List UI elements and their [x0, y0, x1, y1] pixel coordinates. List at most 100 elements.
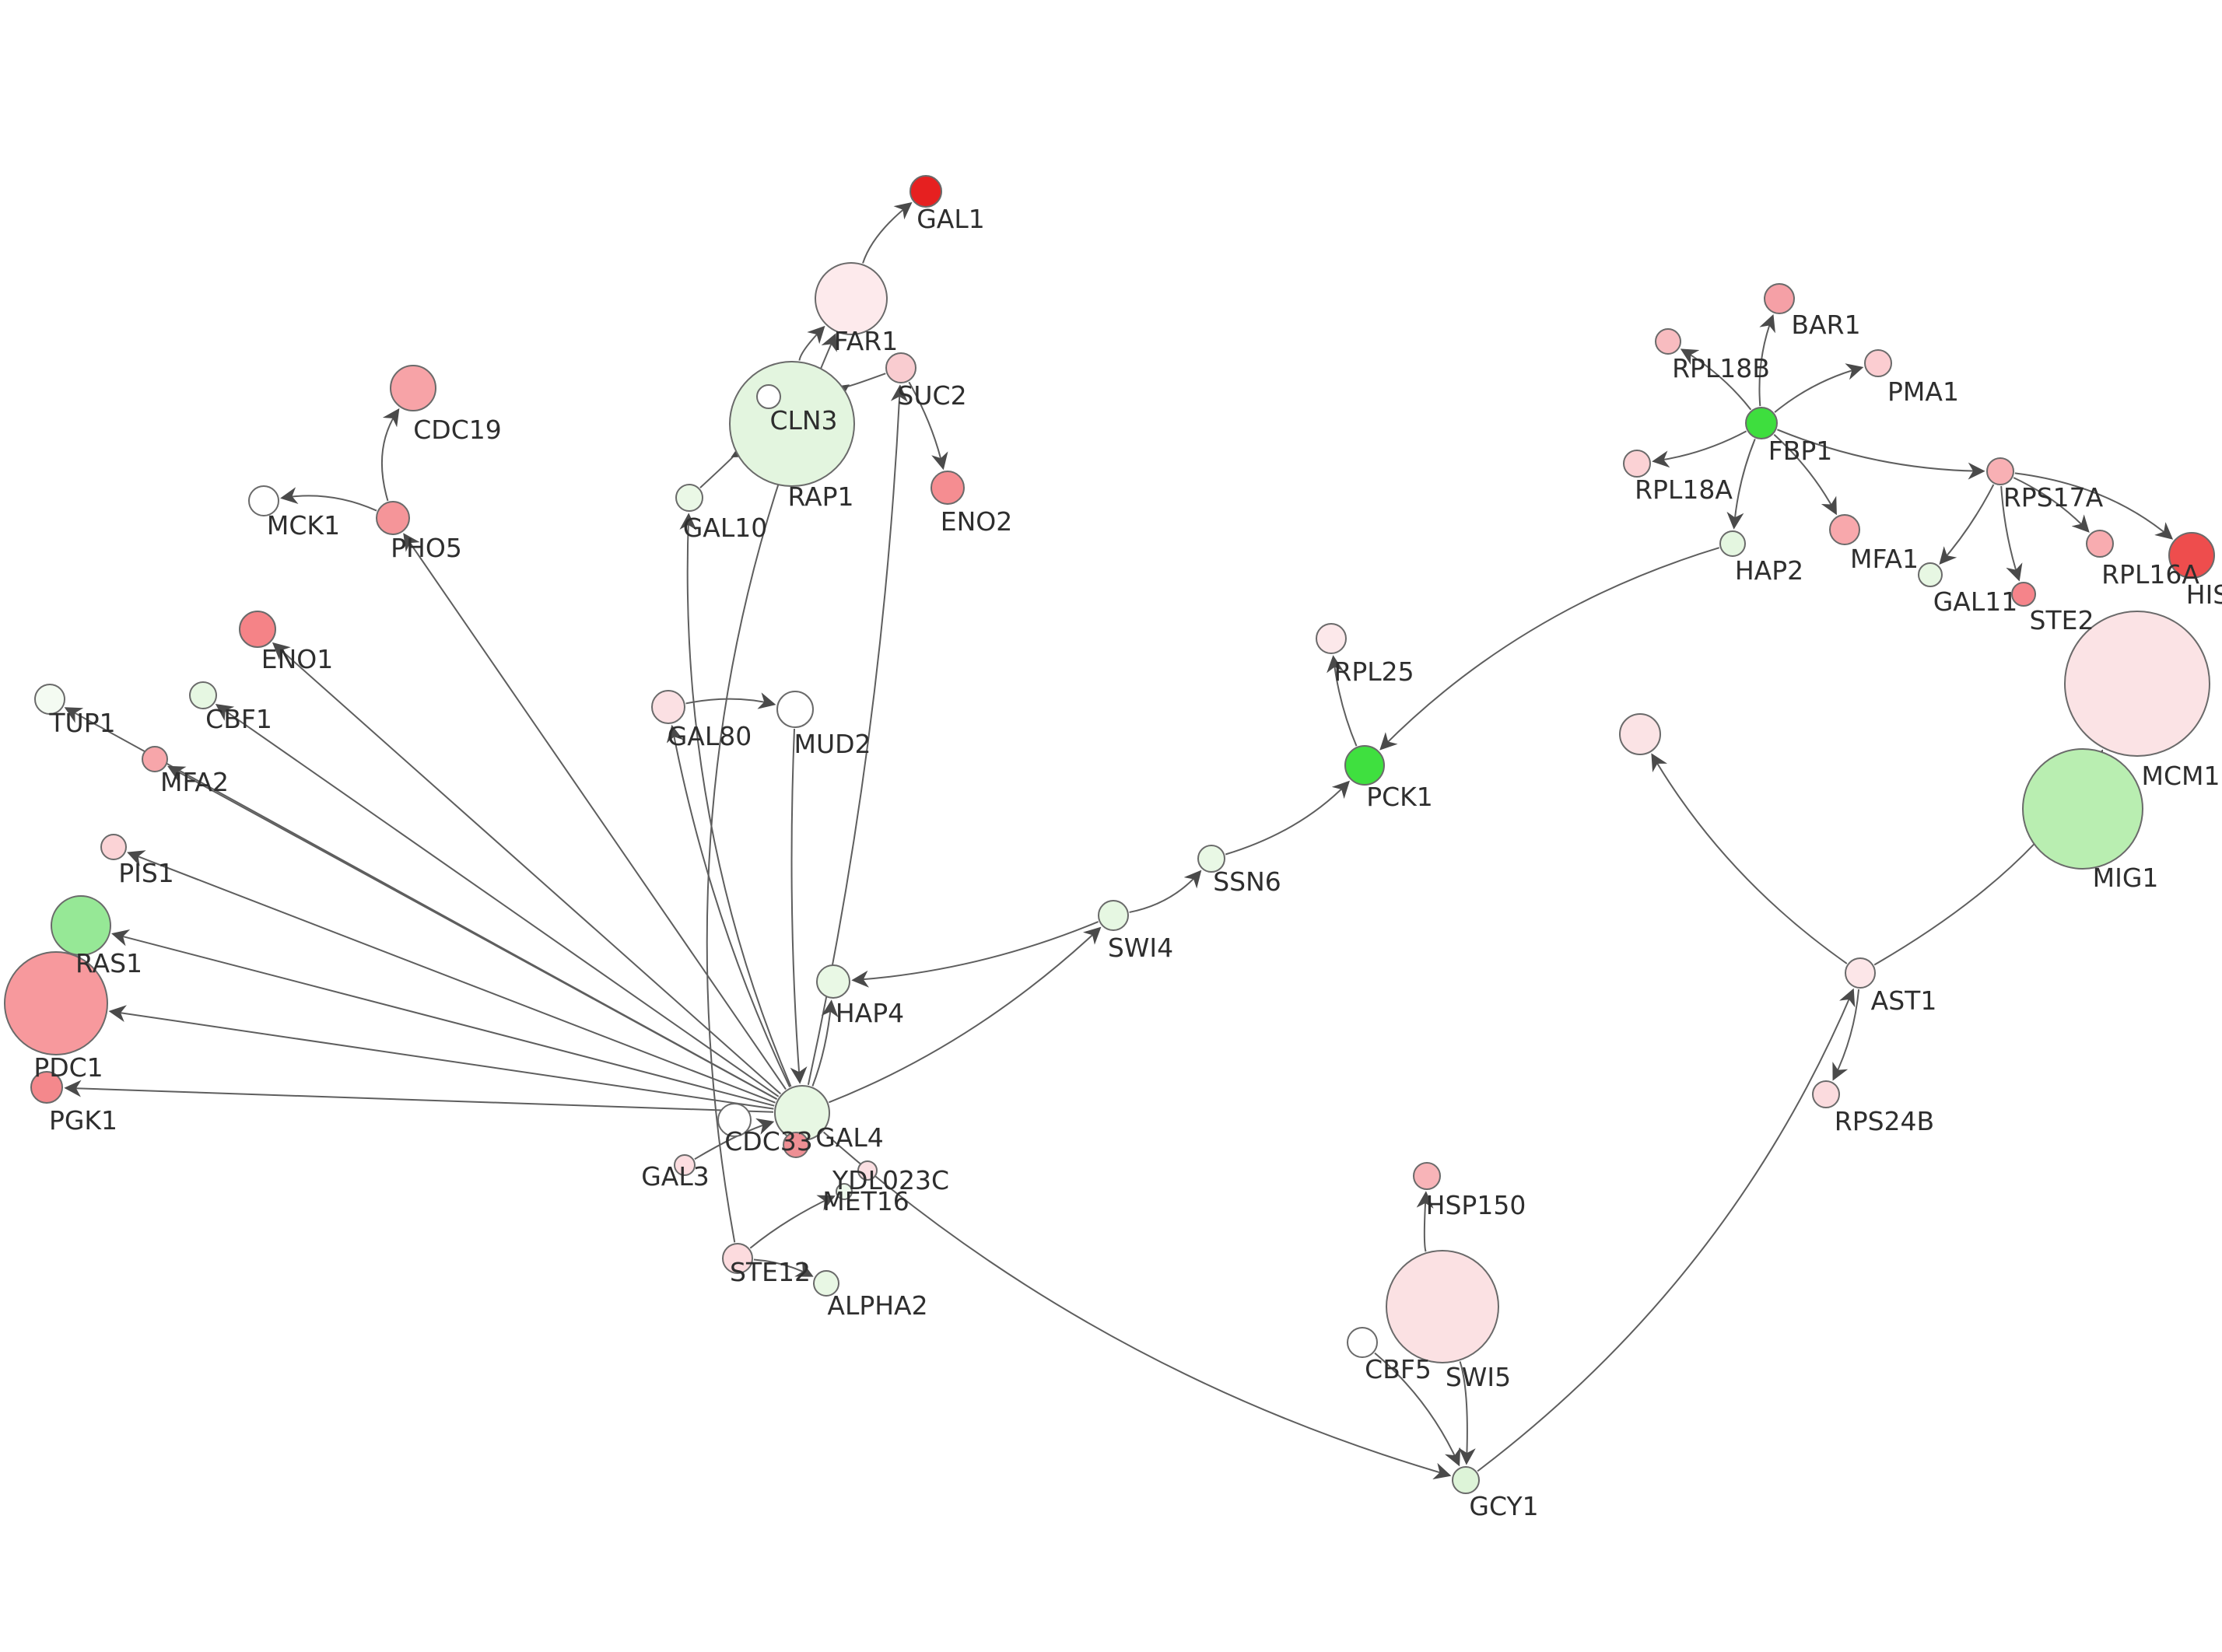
node-bar1[interactable]	[1764, 283, 1795, 314]
edge-suc2-cln3[interactable]	[830, 373, 886, 401]
node-gal80[interactable]	[651, 690, 685, 724]
edge-fbp1-pma1[interactable]	[1774, 363, 1864, 413]
node-rpl16a[interactable]	[2086, 530, 2114, 558]
node-cdc33[interactable]	[783, 1132, 809, 1158]
node-mig1[interactable]	[2022, 748, 2143, 870]
edge-gal4-gcy1[interactable]	[822, 1131, 1452, 1479]
edge-ast1-rps24b[interactable]	[1832, 989, 1860, 1081]
node-ssn6[interactable]	[1197, 845, 1225, 873]
edge-cbf5-gcy1[interactable]	[1374, 1352, 1461, 1467]
edge-gal4-pis1[interactable]	[127, 850, 776, 1104]
node-gal10[interactable]	[675, 484, 703, 512]
node-mck1[interactable]	[248, 485, 279, 516]
node-eno2[interactable]	[931, 471, 965, 505]
edge-fbp1-hap2[interactable]	[1726, 439, 1756, 530]
edge-ssn6-pck1[interactable]	[1225, 780, 1350, 856]
node-suc2[interactable]	[885, 352, 916, 383]
node-pck1[interactable]	[1344, 745, 1385, 786]
node-pma1[interactable]	[1864, 349, 1892, 377]
edge-rps17a-rpl16a[interactable]	[2013, 477, 2090, 533]
node-label-swi5: SWI5	[1446, 1362, 1511, 1392]
edge-pho5-cdc19[interactable]	[380, 408, 400, 502]
edge-fbp1-rpl18a[interactable]	[1652, 430, 1747, 468]
node-mud2[interactable]	[776, 691, 814, 728]
edge-swi5-hsp150[interactable]	[1416, 1191, 1434, 1252]
node-mfa2[interactable]	[142, 746, 168, 772]
node-rps17a[interactable]	[1986, 457, 2014, 485]
edge-suc2-eno2[interactable]	[908, 381, 948, 471]
node-mcm1[interactable]	[2064, 611, 2210, 757]
edge-far1-gal1[interactable]	[862, 201, 913, 264]
node-label-pdc1: PDC1	[33, 1052, 103, 1083]
node-gal11[interactable]	[1918, 562, 1943, 587]
edge-gal10-cln3[interactable]	[699, 441, 750, 488]
node-alpha2[interactable]	[813, 1270, 839, 1297]
edge-gcy1-ast1[interactable]	[1477, 988, 1856, 1472]
node-swi4[interactable]	[1098, 900, 1129, 931]
node-pgk1[interactable]	[30, 1071, 63, 1104]
node-hsp150[interactable]	[1413, 1162, 1441, 1190]
node-rap1[interactable]	[756, 384, 781, 409]
edge-swi4-ssn6[interactable]	[1129, 870, 1202, 913]
edge-gal4-ras1[interactable]	[111, 929, 775, 1107]
node-hap4[interactable]	[816, 964, 850, 999]
edge-fbp1-bar1[interactable]	[1758, 313, 1775, 407]
node-hap2[interactable]	[1719, 530, 1746, 557]
node-rps24b[interactable]	[1812, 1080, 1840, 1108]
edge-gal4-mfa2[interactable]	[167, 765, 778, 1101]
edge-pck1-rpl25[interactable]	[1327, 655, 1358, 747]
node-cdc19[interactable]	[390, 365, 436, 411]
edge-swi4-hap4[interactable]	[851, 921, 1099, 988]
edge-rps17a-ste2[interactable]	[2000, 485, 2023, 582]
edge-rps17a-gal11[interactable]	[1939, 484, 1995, 565]
edge-gal4-swi4[interactable]	[829, 926, 1102, 1104]
node-tup1[interactable]	[34, 684, 65, 715]
node-rpl25[interactable]	[1316, 623, 1347, 654]
node-eno1[interactable]	[239, 611, 276, 648]
node-his4[interactable]	[2168, 532, 2215, 579]
edge-hap2-pck1[interactable]	[1379, 547, 1720, 751]
edge-gal4-cbf1[interactable]	[215, 704, 780, 1097]
node-gal3[interactable]	[674, 1154, 696, 1176]
node-ydl023c[interactable]	[857, 1160, 878, 1181]
node-gal1[interactable]	[909, 175, 942, 208]
edge-mud2-gal4[interactable]	[790, 728, 808, 1084]
node-pho5[interactable]	[376, 501, 410, 535]
node-unnamed2[interactable]	[1619, 713, 1661, 755]
edge-gal4-eno1[interactable]	[272, 642, 782, 1095]
edge-fbp1-mfa1[interactable]	[1773, 434, 1837, 516]
edge-pho5-mck1[interactable]	[280, 487, 377, 512]
edge-ste12-alpha2[interactable]	[753, 1258, 814, 1277]
node-ras1[interactable]	[51, 895, 111, 956]
edge-gal4-pgk1[interactable]	[64, 1080, 774, 1113]
node-pdc1[interactable]	[4, 951, 108, 1055]
edge-gal4-pdc1[interactable]	[108, 1005, 774, 1110]
edge-fbp1-rps17a[interactable]	[1776, 429, 1985, 480]
node-ast1[interactable]	[1845, 957, 1876, 989]
edge-gal4-hap4[interactable]	[811, 999, 839, 1087]
node-gcy1[interactable]	[1452, 1466, 1480, 1494]
node-cbf5[interactable]	[1347, 1327, 1378, 1358]
node-unnamed1[interactable]	[717, 1103, 752, 1137]
edge-cln3-far1[interactable]	[798, 325, 825, 361]
edge-ast1-unnamed2[interactable]	[1651, 753, 1848, 964]
edge-ste12-met16[interactable]	[749, 1195, 836, 1249]
node-met16[interactable]	[836, 1183, 853, 1200]
edge-gal4-gal10[interactable]	[679, 513, 792, 1087]
edge-gal80-mud2[interactable]	[685, 692, 776, 709]
node-fbp1[interactable]	[1745, 407, 1778, 439]
edge-swi5-gcy1[interactable]	[1458, 1361, 1476, 1465]
node-mfa1[interactable]	[1829, 514, 1860, 545]
node-far1[interactable]	[815, 262, 888, 335]
node-ste2[interactable]	[2011, 582, 2036, 607]
node-pis1[interactable]	[100, 834, 127, 860]
node-rpl18a[interactable]	[1623, 450, 1651, 478]
node-rpl18b[interactable]	[1655, 328, 1681, 355]
node-ste12[interactable]	[722, 1243, 753, 1274]
node-swi5[interactable]	[1386, 1250, 1499, 1363]
edge-rps17a-his4[interactable]	[2014, 472, 2174, 540]
node-cbf1[interactable]	[189, 681, 217, 709]
edge-gal4-pho5[interactable]	[403, 533, 787, 1090]
edge-gal4-gal80[interactable]	[666, 724, 790, 1088]
edge-fbp1-rpl18b[interactable]	[1680, 348, 1752, 411]
